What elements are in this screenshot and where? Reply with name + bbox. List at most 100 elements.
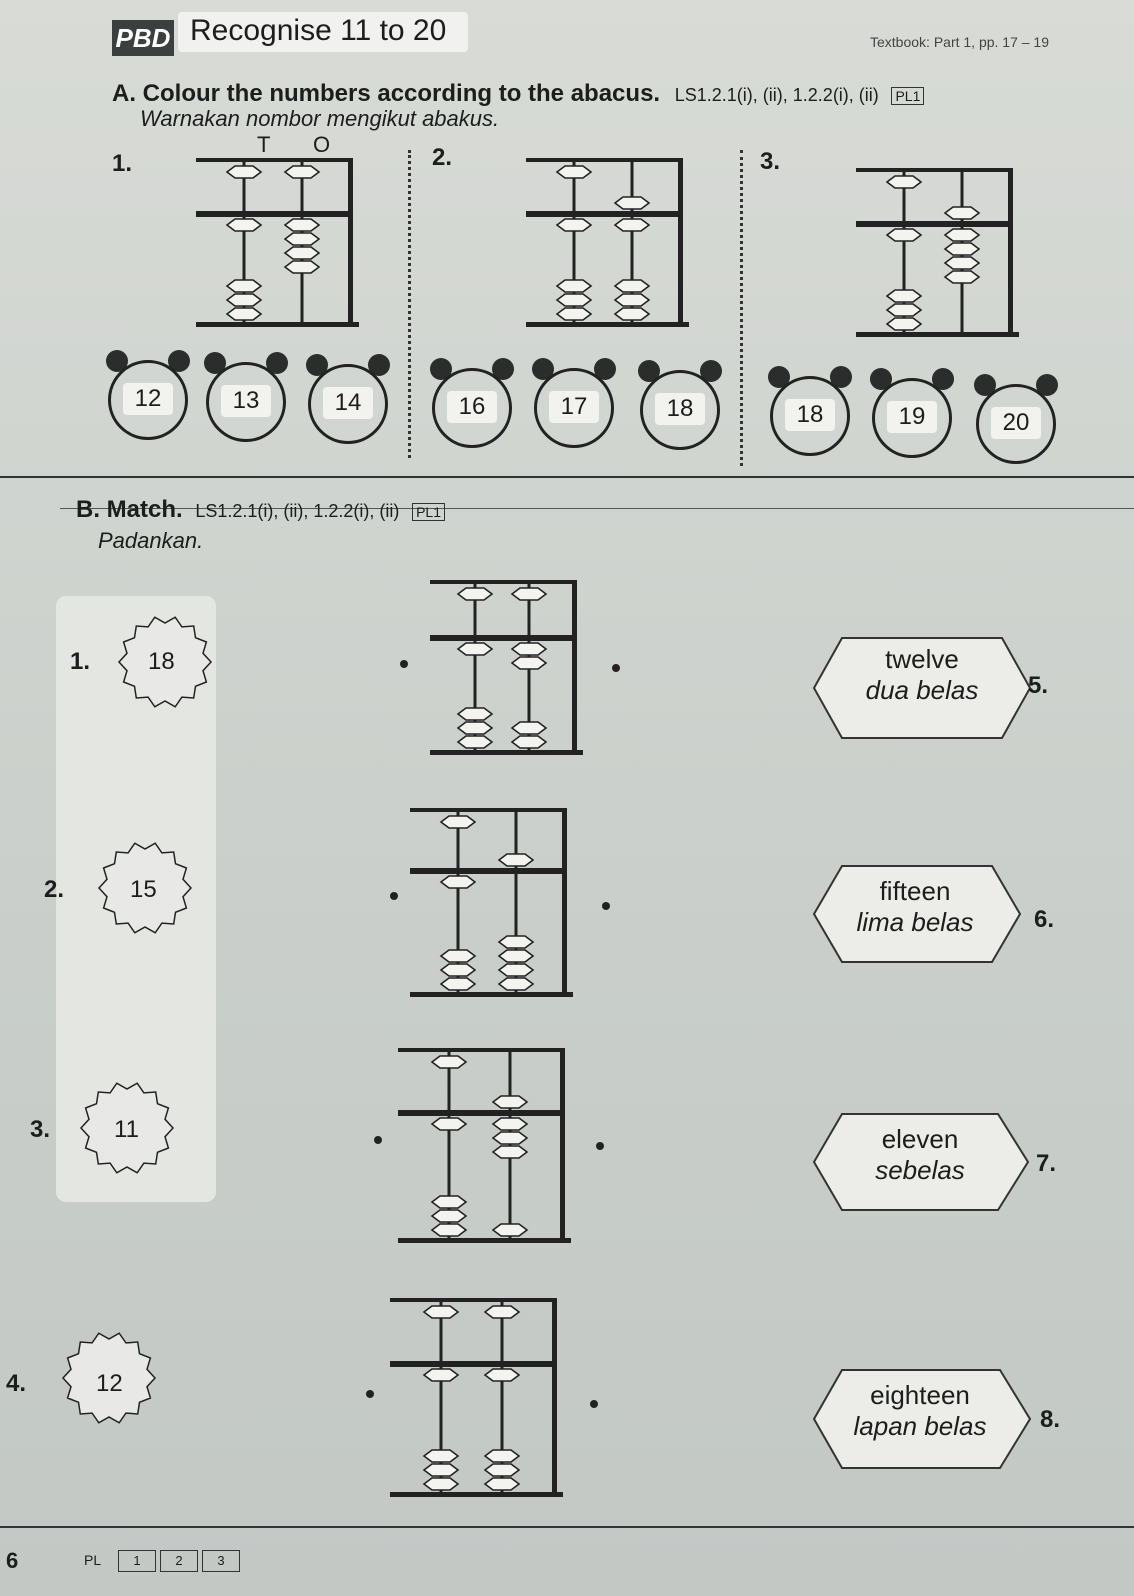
tens-lower-bead-rest	[439, 963, 477, 977]
word-box-shape-7	[812, 1113, 1030, 1211]
ones-upper-bead	[491, 1095, 529, 1109]
option-number: 18	[655, 393, 705, 425]
section-a-instruction-ms: Warnakan nombor mengikut abakus.	[140, 106, 500, 131]
word-box-5[interactable]: twelve dua belas	[842, 644, 1002, 706]
panda-ear	[870, 368, 892, 390]
word-7-malay: sebelas	[875, 1155, 965, 1185]
option-a2-17[interactable]: 17	[534, 368, 614, 448]
word-box-6[interactable]: fifteen lima belas	[838, 876, 992, 938]
word-7-number: 7.	[1036, 1150, 1057, 1177]
word-box-8[interactable]: eighteen lapan belas	[836, 1380, 1004, 1442]
match-left-4-number: 4.	[6, 1370, 27, 1397]
word-7-english: eleven	[881, 1124, 959, 1154]
option-a2-16[interactable]: 16	[432, 368, 512, 448]
tens-lower-bead-rest	[225, 279, 263, 293]
option-a3-18[interactable]: 18	[770, 376, 850, 456]
match-dot-right-1[interactable]	[612, 664, 620, 672]
ones-lower-bead	[283, 246, 321, 260]
star-badge-1[interactable]	[112, 612, 218, 712]
ones-lower-bead-rest	[497, 977, 535, 991]
abacus-a1	[196, 158, 359, 327]
section-b-heading: B. Match. LS1.2.1(i), (ii), 1.2.2(i), (i…	[76, 496, 445, 524]
word-6-number: 6.	[1034, 906, 1055, 933]
star-badge-2[interactable]	[92, 838, 198, 938]
abacus-b1	[430, 580, 583, 755]
question-a2-number: 2.	[432, 144, 453, 171]
word-5-english: twelve	[885, 644, 959, 674]
option-a1-12[interactable]: 12	[108, 360, 188, 440]
ones-lower-bead-rest	[613, 279, 651, 293]
word-box-shape-5	[812, 637, 1032, 739]
tens-lower-bead	[555, 218, 593, 232]
match-left-2-number: 2.	[44, 876, 65, 903]
ones-upper-bead	[483, 1305, 521, 1319]
ones-lower-bead-rest	[613, 307, 651, 321]
word-box-shape-6	[812, 865, 1022, 963]
tens-lower-bead-rest	[555, 279, 593, 293]
match-dot-right-3[interactable]	[596, 1142, 604, 1150]
tens-lower-bead-rest	[555, 293, 593, 307]
tens-upper-bead	[422, 1305, 460, 1319]
panda-ear	[830, 366, 852, 388]
section-a-codes: LS1.2.1(i), (ii), 1.2.2(i), (ii)	[674, 85, 879, 105]
option-number: 19	[887, 401, 937, 433]
match-left-1-value: 18	[148, 648, 175, 675]
ones-lower-bead	[483, 1368, 521, 1382]
word-8-malay: lapan belas	[853, 1411, 987, 1441]
tens-lower-bead-rest	[456, 707, 494, 721]
textbook-reference: Textbook: Part 1, pp. 17 – 19	[870, 34, 1050, 50]
pbd-badge: PBD	[112, 20, 174, 56]
match-dot-left-1[interactable]	[400, 660, 408, 668]
ones-lower-bead-rest	[510, 721, 548, 735]
option-a2-18[interactable]: 18	[640, 370, 720, 450]
abacus-a3	[856, 168, 1019, 337]
pl-level-box: 2	[160, 1550, 198, 1572]
tens-lower-bead-rest	[439, 977, 477, 991]
panda-ear	[768, 366, 790, 388]
option-a3-20[interactable]: 20	[976, 384, 1056, 464]
question-a1-number: 1.	[112, 150, 133, 177]
abacus-b2	[410, 808, 573, 997]
ones-lower-bead-rest	[497, 935, 535, 949]
word-box-7[interactable]: eleven sebelas	[842, 1124, 998, 1186]
match-dot-right-2[interactable]	[602, 902, 610, 910]
ones-lower-bead	[510, 656, 548, 670]
tens-lower-bead-rest	[430, 1223, 468, 1237]
panda-ear	[168, 350, 190, 372]
tens-lower-bead-rest	[885, 303, 923, 317]
star-badge-4[interactable]	[56, 1328, 162, 1428]
section-b-codes: LS1.2.1(i), (ii), 1.2.2(i), (ii)	[195, 501, 400, 521]
star-badge-3[interactable]	[74, 1078, 180, 1178]
tens-column-label: T	[257, 132, 271, 157]
option-a1-14[interactable]: 14	[308, 364, 388, 444]
panda-ear	[430, 358, 452, 380]
panda-ear	[974, 374, 996, 396]
option-a1-13[interactable]: 13	[206, 362, 286, 442]
panda-ear	[492, 358, 514, 380]
panda-ear	[532, 358, 554, 380]
panda-ear	[106, 350, 128, 372]
match-dot-left-2[interactable]	[390, 892, 398, 900]
option-number: 20	[991, 407, 1041, 439]
tens-lower-bead-rest	[430, 1195, 468, 1209]
ones-upper-bead	[283, 165, 321, 179]
tens-lower-bead	[456, 642, 494, 656]
abacus-b3	[398, 1048, 571, 1243]
section-b-label: B.	[76, 496, 100, 523]
option-number: 13	[221, 385, 271, 417]
tens-lower-bead-rest	[430, 1209, 468, 1223]
ones-lower-bead	[510, 642, 548, 656]
ones-lower-bead-rest	[613, 293, 651, 307]
match-dot-right-4[interactable]	[590, 1400, 598, 1408]
option-a3-19[interactable]: 19	[872, 378, 952, 458]
ones-lower-bead	[613, 218, 651, 232]
tens-upper-bead	[430, 1055, 468, 1069]
tens-lower-bead-rest	[456, 735, 494, 749]
word-box-shape-8	[812, 1369, 1032, 1469]
tens-upper-bead	[456, 587, 494, 601]
option-number: 16	[447, 391, 497, 423]
match-dot-left-4[interactable]	[366, 1390, 374, 1398]
ones-lower-bead	[283, 232, 321, 246]
match-dot-left-3[interactable]	[374, 1136, 382, 1144]
